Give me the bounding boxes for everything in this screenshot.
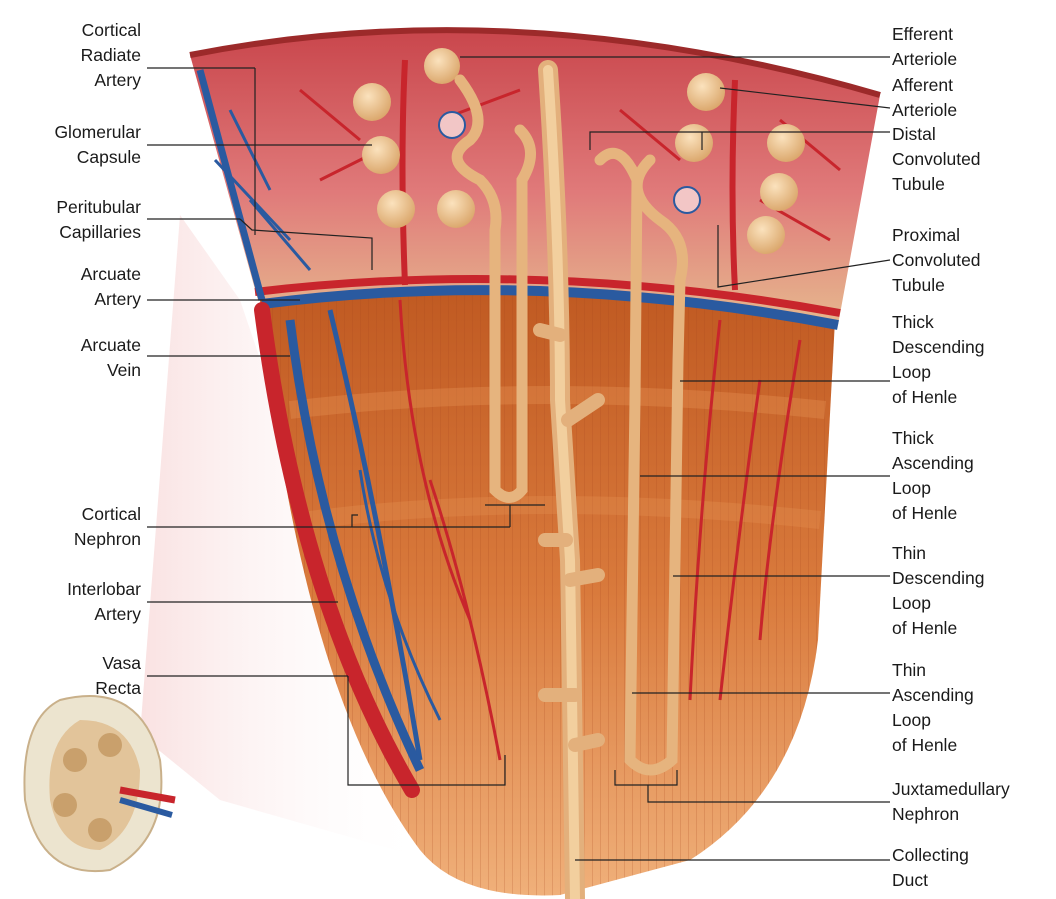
label-arcuate-artery: Arcuate Artery — [81, 262, 141, 312]
label-thick-ascending-loop: Thick Ascending Loop of Henle — [892, 426, 974, 526]
label-peritubular-capillaries: Peritubular Capillaries — [56, 195, 141, 245]
label-cortical-radiate-artery: Cortical Radiate Artery — [81, 18, 141, 93]
label-arcuate-vein: Arcuate Vein — [81, 333, 141, 383]
label-cortical-nephron: Cortical Nephron — [74, 502, 141, 552]
label-afferent-arteriole: Afferent Arteriole — [892, 73, 957, 123]
label-proximal-convoluted-tubule: Proximal Convoluted Tubule — [892, 223, 981, 298]
label-glomerular-capsule: Glomerular Capsule — [54, 120, 141, 170]
label-efferent-arteriole: Efferent Arteriole — [892, 22, 957, 72]
label-thin-ascending-loop: Thin Ascending Loop of Henle — [892, 658, 974, 758]
label-juxtamedullary-nephron: Juxtamedullary Nephron — [892, 777, 1010, 827]
label-collecting-duct: Collecting Duct — [892, 843, 969, 893]
label-interlobar-artery: Interlobar Artery — [67, 577, 141, 627]
label-distal-convoluted-tubule: Distal Convoluted Tubule — [892, 122, 981, 197]
label-thick-descending-loop: Thick Descending Loop of Henle — [892, 310, 984, 410]
label-thin-descending-loop: Thin Descending Loop of Henle — [892, 541, 984, 641]
label-vasa-recta: Vasa Recta — [95, 651, 141, 701]
